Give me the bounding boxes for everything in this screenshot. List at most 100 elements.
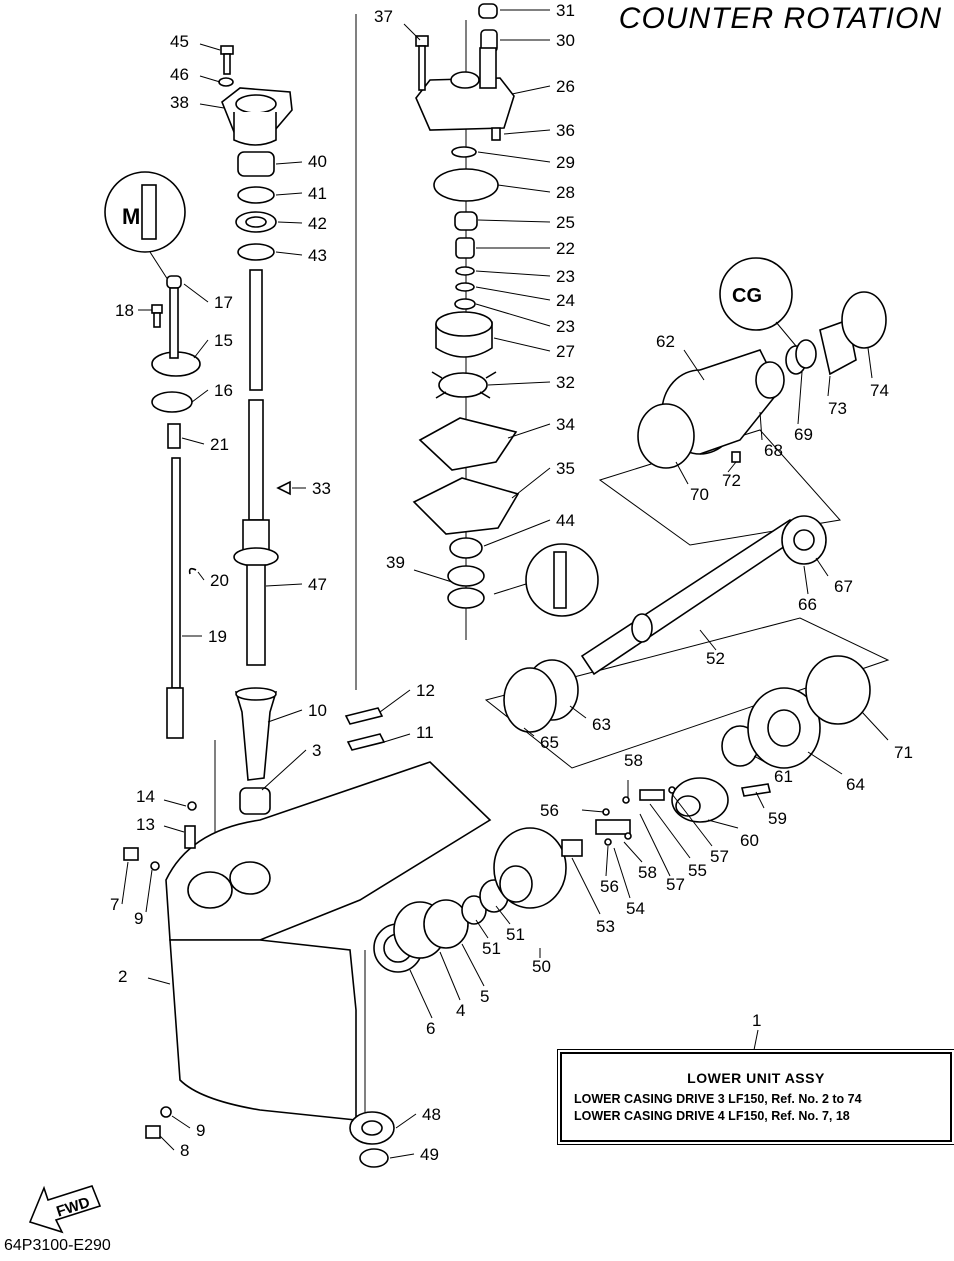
- grommet-part: [166, 275, 182, 289]
- callout-number: 26: [556, 77, 575, 96]
- callout-leader: [815, 557, 829, 577]
- callout-leader: [409, 969, 433, 1019]
- pin-part: [491, 127, 501, 141]
- dog-clutch-part: [671, 777, 729, 823]
- callout-number: 68: [764, 441, 783, 460]
- washer-part: [454, 298, 476, 310]
- callout-number: 56: [600, 877, 619, 896]
- callout-number: 61: [774, 767, 793, 786]
- callout-number: 4: [456, 1001, 465, 1020]
- bolt-part: [415, 35, 429, 91]
- needle-bearing-part: [239, 787, 271, 815]
- callout-number: 31: [556, 1, 575, 20]
- callout-number: 63: [592, 715, 611, 734]
- callout-number: 7: [110, 895, 119, 914]
- drive-shaft-part: [233, 269, 279, 666]
- callout-leader: [199, 43, 221, 51]
- oil-seal-part: [449, 537, 483, 559]
- bolt-part: [184, 825, 196, 849]
- callout-number: 36: [556, 121, 575, 140]
- callout-leader: [493, 337, 551, 352]
- callout-leader: [413, 569, 453, 583]
- impeller-part: [431, 371, 497, 399]
- shift-rod-part: [171, 457, 181, 689]
- callout-leader: [807, 751, 843, 775]
- callout-number: 66: [798, 595, 817, 614]
- callout-number: 54: [626, 899, 645, 918]
- callout-number: 22: [556, 239, 575, 258]
- callout-number: 55: [688, 861, 707, 880]
- shift-plunger-part: [561, 839, 583, 857]
- shim-part: [423, 899, 469, 949]
- washer-part: [455, 282, 475, 292]
- info-box: LOWER UNIT ASSY LOWER CASING DRIVE 3 LF1…: [560, 1052, 952, 1142]
- o-ring-part: [451, 146, 477, 158]
- callout-leader: [475, 919, 489, 939]
- callout-leader: [183, 283, 209, 303]
- callout-leader: [193, 339, 209, 359]
- callout-number: 14: [136, 787, 155, 806]
- callout-leader: [683, 349, 705, 381]
- callout-leader: [121, 861, 129, 905]
- oil-seal-pair-part: [785, 339, 817, 375]
- insert-cartridge-part: [454, 211, 478, 231]
- callout-number: 5: [480, 987, 489, 1006]
- o-ring-part: [237, 243, 275, 261]
- callout-number: 67: [834, 577, 853, 596]
- info-box-line-2: LOWER CASING DRIVE 4 LF150, Ref. No. 7, …: [574, 1109, 850, 1123]
- shim-part: [503, 667, 557, 733]
- diagram-title: COUNTER ROTATION: [618, 2, 942, 35]
- callout-number: 39: [386, 553, 405, 572]
- callout-leader: [495, 905, 511, 925]
- callout-number: 15: [214, 331, 233, 350]
- washer-part: [218, 77, 234, 87]
- callout-leader: [145, 869, 153, 913]
- oil-seal-part: [235, 211, 277, 233]
- roller-bearing-part: [237, 151, 275, 177]
- callout-number: 9: [196, 1121, 205, 1140]
- lower-casing-part: [165, 761, 492, 1121]
- callout-leader: [191, 389, 209, 403]
- callout-number: 3: [312, 741, 321, 760]
- callout-leader: [649, 803, 691, 859]
- callout-leader: [727, 461, 737, 473]
- callout-number: 53: [596, 917, 615, 936]
- callout-number: 20: [210, 571, 229, 590]
- callout-leader: [699, 629, 717, 651]
- magnet-detail-callout: M: [104, 171, 186, 281]
- callout-number: 74: [870, 381, 889, 400]
- o-ring-part: [237, 186, 275, 204]
- washer-part: [150, 861, 160, 871]
- callout-number: 19: [208, 627, 227, 646]
- callout-number: 65: [540, 733, 559, 752]
- shift-rod-end-part: [166, 687, 184, 739]
- callout-number: 51: [506, 925, 525, 944]
- callout-leader: [147, 977, 171, 985]
- shift-rod-lever-part: [151, 287, 201, 377]
- callout-number: 18: [115, 301, 134, 320]
- callout-number: 23: [556, 317, 575, 336]
- callout-number: 48: [422, 1105, 441, 1124]
- callout-number: 41: [308, 184, 327, 203]
- svg-text:CG: CG: [732, 285, 762, 307]
- callout-leader: [275, 251, 303, 256]
- bearing-part: [755, 361, 785, 399]
- callout-leader: [753, 755, 773, 767]
- callout-number: 44: [556, 511, 575, 530]
- callout-number: 38: [170, 93, 189, 112]
- ring-nut-part: [841, 291, 887, 349]
- callout-leader: [569, 705, 587, 719]
- bolt-part: [123, 847, 139, 861]
- callout-number: 34: [556, 415, 575, 434]
- forward-gear-part: [747, 687, 821, 769]
- callout-leader: [483, 519, 551, 547]
- nut-part: [359, 1148, 389, 1168]
- washer-part: [455, 266, 475, 276]
- callout-leader: [803, 565, 809, 595]
- callout-leader: [475, 286, 551, 301]
- callout-leader: [163, 825, 185, 833]
- callout-number: 29: [556, 153, 575, 172]
- callout-leader: [379, 689, 411, 713]
- callout-number: 49: [420, 1145, 439, 1164]
